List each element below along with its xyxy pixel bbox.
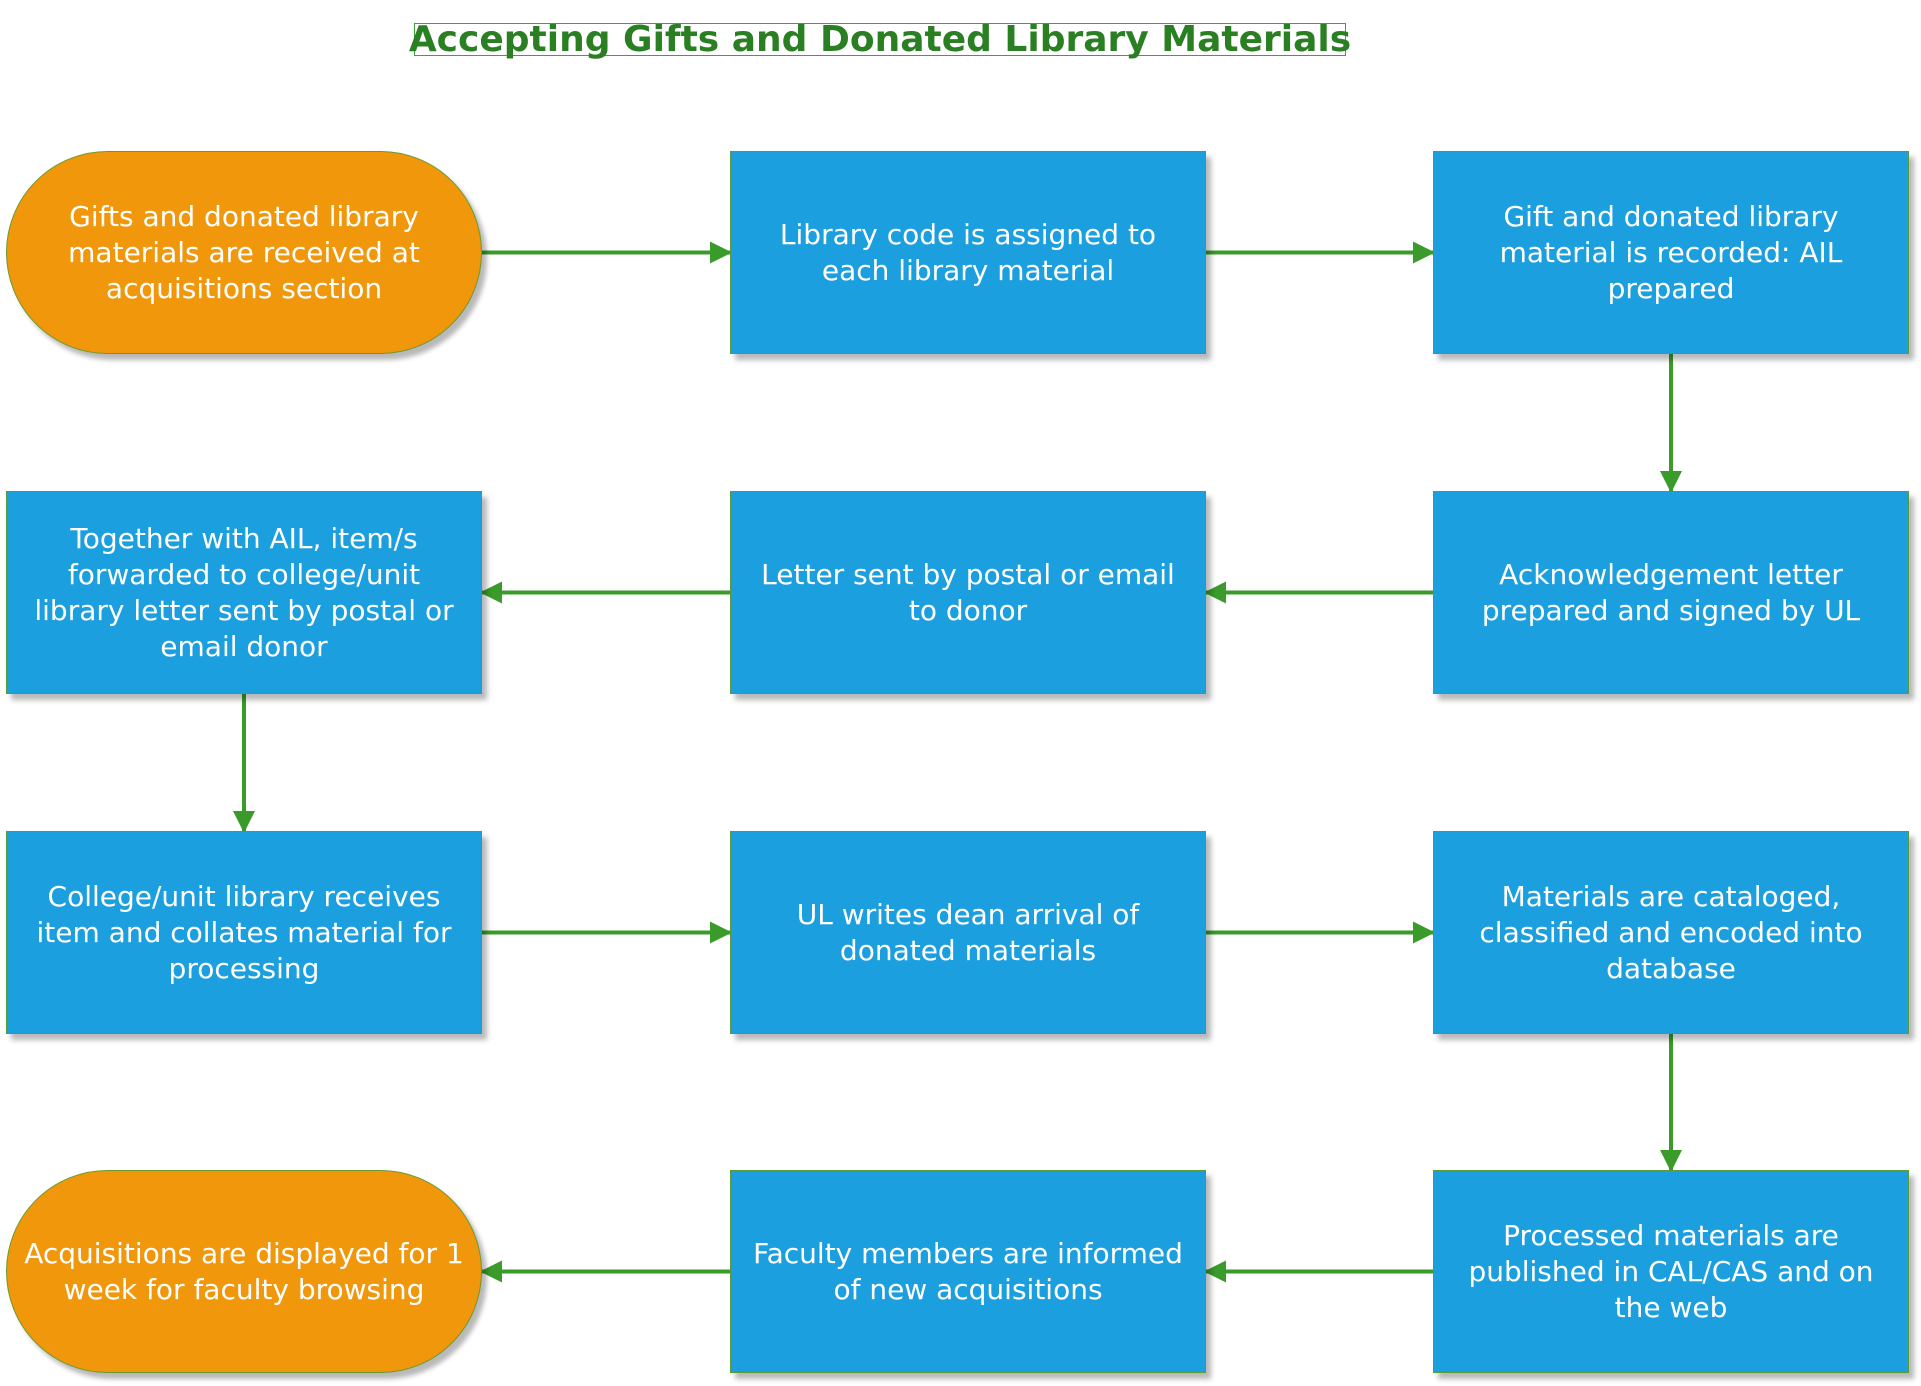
process-node-n8: UL writes dean arrival of donated materi… [730,831,1206,1034]
process-node-n6: Together with AIL, item/s forwarded to c… [6,491,482,694]
process-node-n5: Letter sent by postal or email to donor [730,491,1206,694]
process-node-n4: Acknowledgement letter prepared and sign… [1433,491,1909,694]
diagram-title: Accepting Gifts and Donated Library Mate… [408,18,1352,60]
terminal-node-n12: Acquisitions are displayed for 1 week fo… [6,1170,482,1373]
process-node-n3: Gift and donated library material is rec… [1433,151,1909,354]
process-node-n2: Library code is assigned to each library… [730,151,1206,354]
process-node-n9: Materials are cataloged, classified and … [1433,831,1909,1034]
process-node-n10: Processed materials are published in CAL… [1433,1170,1909,1373]
terminal-node-n1: Gifts and donated library materials are … [6,151,482,354]
process-node-n7: College/unit library receives item and c… [6,831,482,1034]
process-node-n11: Faculty members are informed of new acqu… [730,1170,1206,1373]
